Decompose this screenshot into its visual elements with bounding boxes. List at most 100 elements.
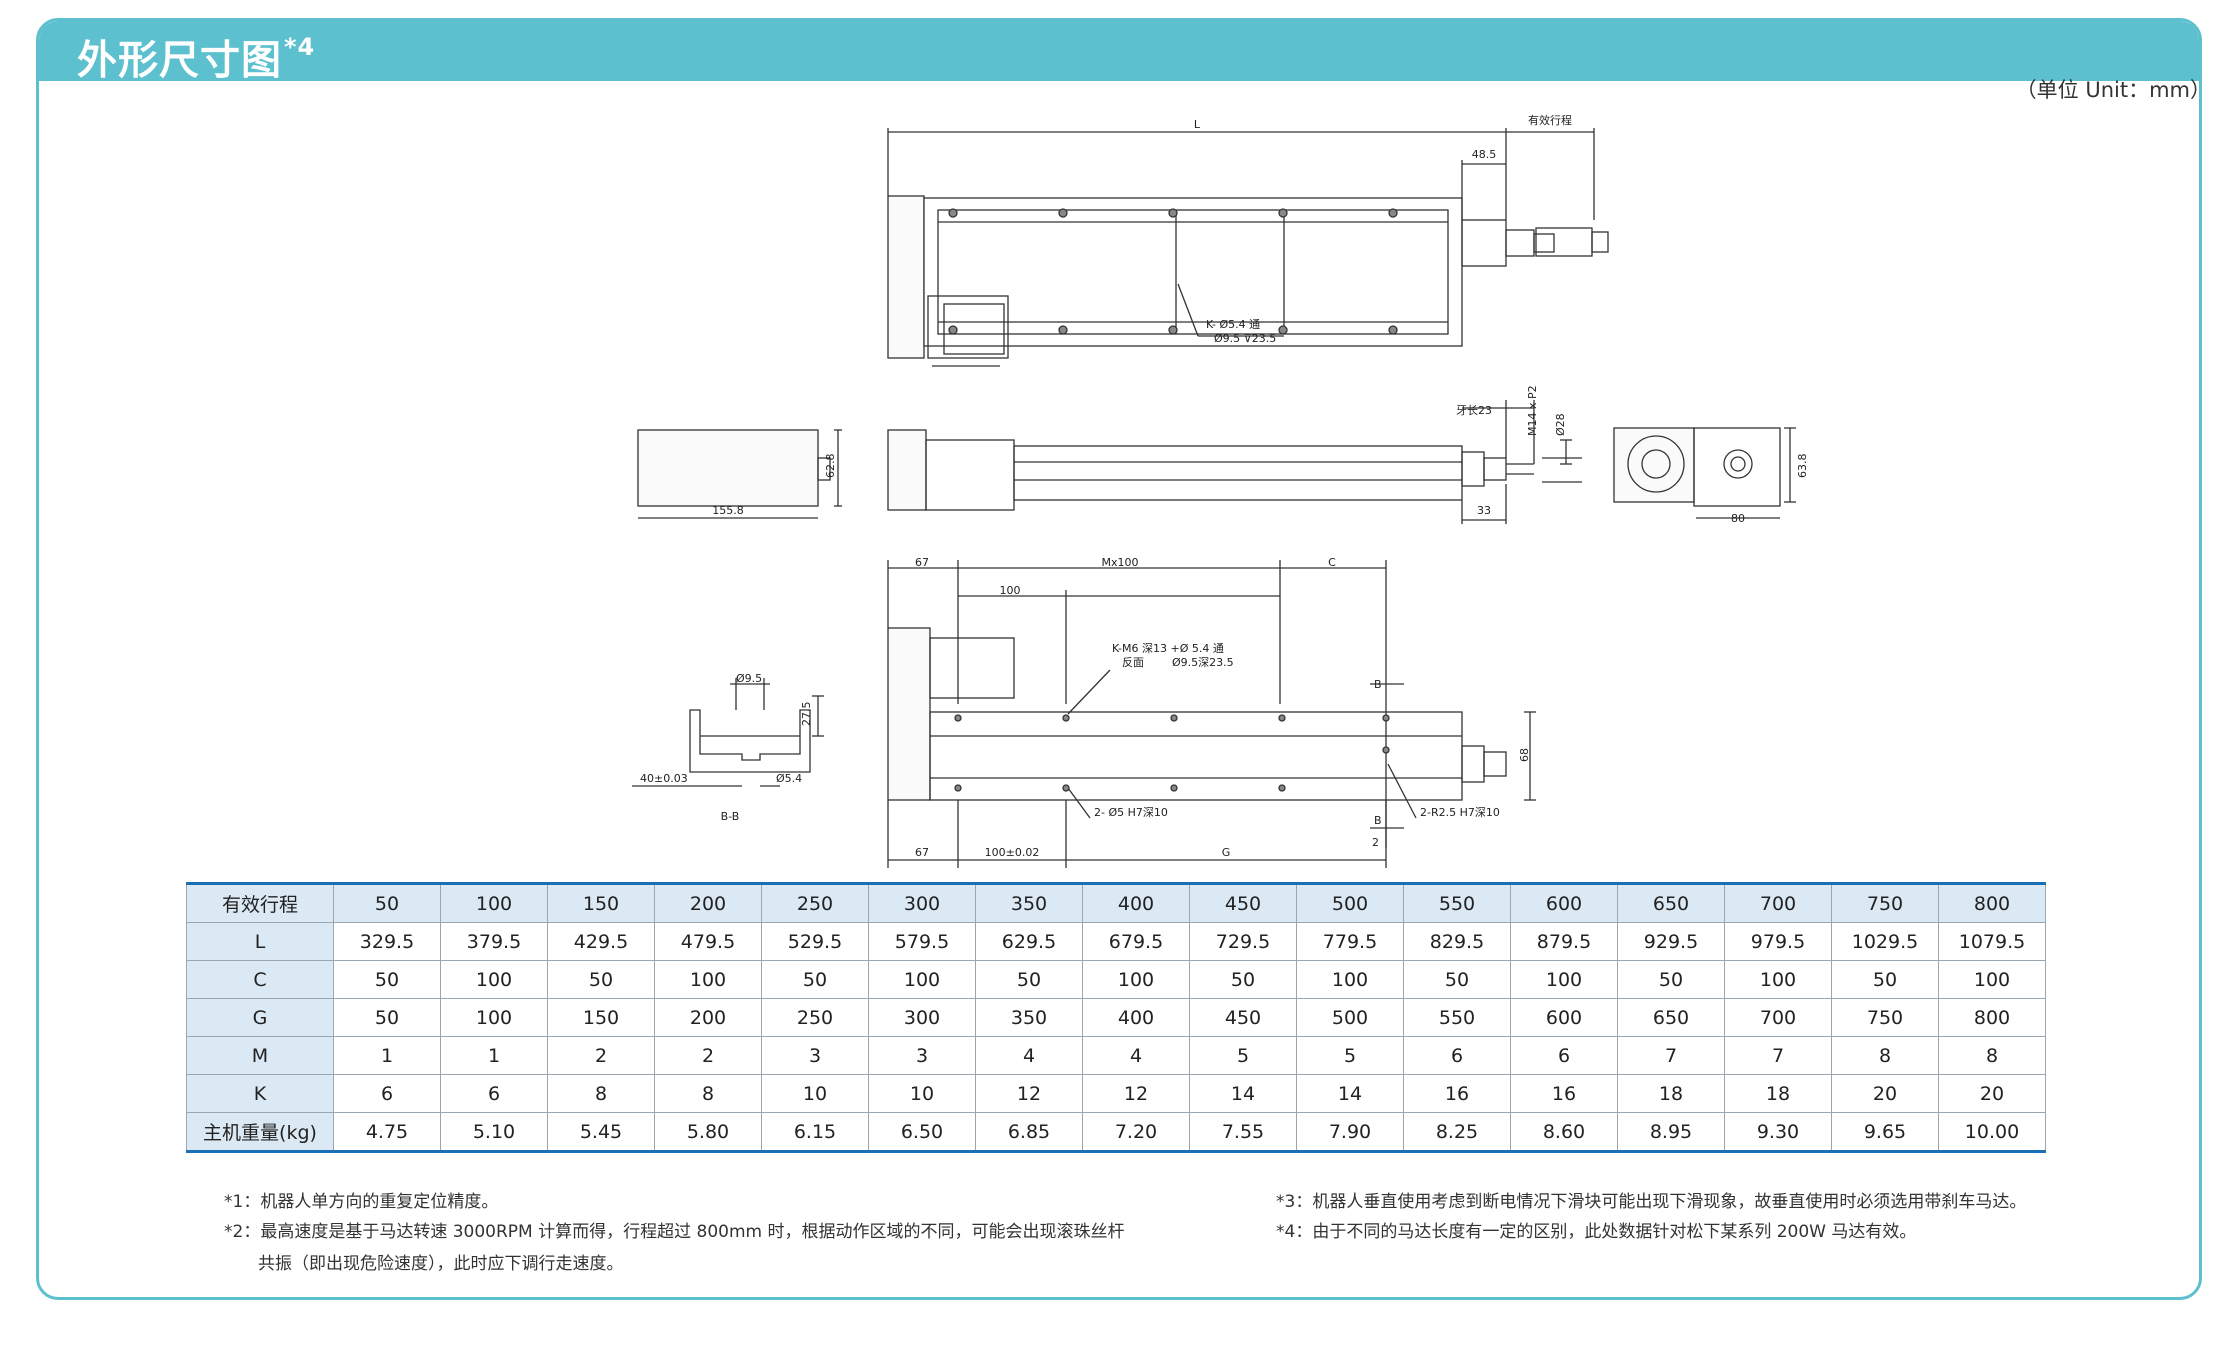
dim-63-8: 63.8 xyxy=(1796,454,1809,479)
dim-d5-4: Ø5.4 xyxy=(776,772,802,785)
table-header-cell: 800 xyxy=(1938,882,2046,923)
table-cell: 2 xyxy=(547,1036,655,1075)
table-cell: 700 xyxy=(1724,998,1832,1037)
pin-note-2: 2-R2.5 H7深10 xyxy=(1420,806,1500,819)
dimension-drawing: L 有效行程 48.5 K- Ø5.4 通 Ø9.5 ⊽23.5 牙长23 M1… xyxy=(632,113,1809,868)
table-row-label: L xyxy=(186,922,334,961)
table-cell: 5 xyxy=(1189,1036,1297,1075)
table-cell: 50 xyxy=(333,960,441,999)
table-cell: 800 xyxy=(1938,998,2046,1037)
table-cell: 16 xyxy=(1403,1074,1511,1113)
table-cell: 9.30 xyxy=(1724,1112,1832,1153)
bottom-hole-note-3: Ø9.5深23.5 xyxy=(1172,656,1234,669)
dim-thread-length: 牙长23 xyxy=(1456,404,1492,417)
table-cell: 100 xyxy=(1510,960,1618,999)
table-header-cell: 400 xyxy=(1082,882,1190,923)
dim-48-5: 48.5 xyxy=(1472,148,1497,161)
table-cell: 9.65 xyxy=(1831,1112,1939,1153)
table-cell: 8 xyxy=(1938,1036,2046,1075)
table-cell: 100 xyxy=(1724,960,1832,999)
table-cell: 8 xyxy=(654,1074,762,1113)
dim-100: 100 xyxy=(1000,584,1021,597)
table-cell: 650 xyxy=(1617,998,1725,1037)
table-row-label: C xyxy=(186,960,334,999)
table-cell: 12 xyxy=(975,1074,1083,1113)
table-cell: 529.5 xyxy=(761,922,869,961)
table-row-label: K xyxy=(186,1074,334,1113)
table-cell: 5.10 xyxy=(440,1112,548,1153)
table-row-label: G xyxy=(186,998,334,1037)
table-cell: 100 xyxy=(868,960,976,999)
table-cell: 979.5 xyxy=(1724,922,1832,961)
table-cell: 6 xyxy=(1403,1036,1511,1075)
dim-80: 80 xyxy=(1731,512,1745,525)
table-cell: 10.00 xyxy=(1938,1112,2046,1153)
table-header-cell: 200 xyxy=(654,882,762,923)
dim-2: 2 xyxy=(1372,836,1379,849)
table-cell: 250 xyxy=(761,998,869,1037)
hole-note-1: K- Ø5.4 通 xyxy=(1206,318,1260,331)
table-header-cell: 450 xyxy=(1189,882,1297,923)
dim-d28: Ø28 xyxy=(1554,413,1567,436)
table-cell: 329.5 xyxy=(333,922,441,961)
table-cell: 550 xyxy=(1403,998,1511,1037)
dim-155-8: 155.8 xyxy=(712,504,744,517)
table-cell: 750 xyxy=(1831,998,1939,1037)
table-cell: 879.5 xyxy=(1510,922,1618,961)
table-cell: 6.15 xyxy=(761,1112,869,1153)
title-text: 外形尺寸图 xyxy=(77,37,282,84)
table-cell: 3 xyxy=(761,1036,869,1075)
table-header-cell: 550 xyxy=(1403,882,1511,923)
table-cell: 729.5 xyxy=(1189,922,1297,961)
table-cell: 14 xyxy=(1189,1074,1297,1113)
table-cell: 350 xyxy=(975,998,1083,1037)
dim-67-bottom: 67 xyxy=(915,846,929,859)
table-cell: 200 xyxy=(654,998,762,1037)
table-cell: 450 xyxy=(1189,998,1297,1037)
table-cell: 779.5 xyxy=(1296,922,1404,961)
header-bar: 外形尺寸图*4 xyxy=(39,21,2199,83)
footnote-2-cont: 共振（即出现危险速度），此时应下调行走速度。 xyxy=(258,1254,624,1274)
table-cell: 6.50 xyxy=(868,1112,976,1153)
table-cell: 1 xyxy=(440,1036,548,1075)
table-cell: 100 xyxy=(1296,960,1404,999)
table-header-cell: 150 xyxy=(547,882,655,923)
table-cell: 18 xyxy=(1724,1074,1832,1113)
table-cell: 7 xyxy=(1617,1036,1725,1075)
section-label: B-B xyxy=(721,810,740,823)
table-cell: 6 xyxy=(1510,1036,1618,1075)
table-cell: 6 xyxy=(333,1074,441,1113)
table-cell: 100 xyxy=(654,960,762,999)
table-cell: 50 xyxy=(975,960,1083,999)
bottom-hole-note-2: 反面 xyxy=(1122,656,1144,669)
table-cell: 12 xyxy=(1082,1074,1190,1113)
table-cell: 100 xyxy=(1082,960,1190,999)
table-cell: 10 xyxy=(761,1074,869,1113)
hole-note-2: Ø9.5 ⊽23.5 xyxy=(1214,332,1276,345)
dim-c: C xyxy=(1328,556,1336,569)
table-cell: 1029.5 xyxy=(1831,922,1939,961)
table-cell: 50 xyxy=(547,960,655,999)
page-title: 外形尺寸图*4 xyxy=(77,25,315,86)
bottom-hole-note-1: K-M6 深13 +Ø 5.4 通 xyxy=(1112,642,1224,655)
table-cell: 50 xyxy=(761,960,869,999)
table-cell: 50 xyxy=(1189,960,1297,999)
table-header-cell: 700 xyxy=(1724,882,1832,923)
dim-62-8: 62.8 xyxy=(824,454,837,479)
dim-d9-5: Ø9.5 xyxy=(736,672,762,685)
table-cell: 20 xyxy=(1831,1074,1939,1113)
table-cell: 5 xyxy=(1296,1036,1404,1075)
dim-stroke: 有效行程 xyxy=(1528,113,1572,127)
table-cell: 7 xyxy=(1724,1036,1832,1075)
table-cell: 8 xyxy=(547,1074,655,1113)
table-cell: 100 xyxy=(440,998,548,1037)
dim-L: L xyxy=(1194,118,1201,131)
table-header-cell: 300 xyxy=(868,882,976,923)
table-cell: 400 xyxy=(1082,998,1190,1037)
table-cell: 6.85 xyxy=(975,1112,1083,1153)
footnote-4: *4：由于不同的马达长度有一定的区别，此处数据针对松下某系列 200W 马达有效… xyxy=(1276,1222,1917,1242)
